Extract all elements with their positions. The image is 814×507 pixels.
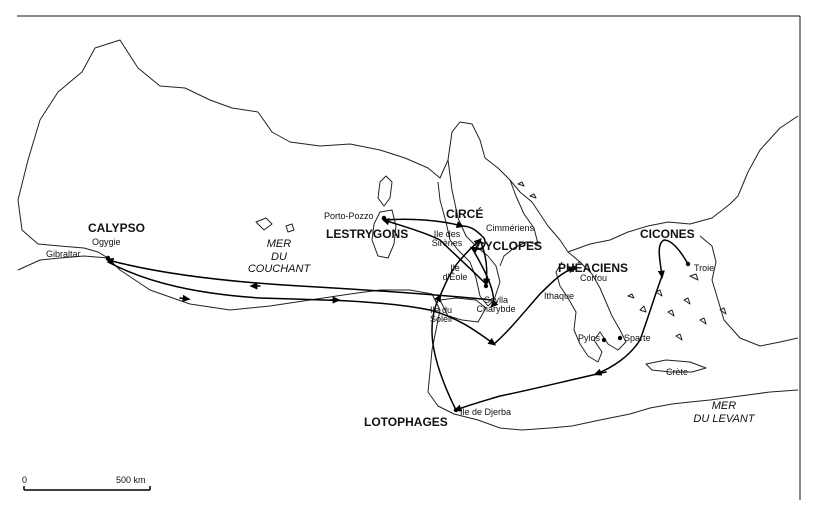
label-porto-pozzo: Porto-Pozzo xyxy=(324,211,374,221)
coast-balkans xyxy=(555,251,627,363)
label-pylos: Pylos xyxy=(578,333,601,343)
coast-aegean-north xyxy=(567,195,739,253)
route-mid-arrow-2 xyxy=(179,294,191,302)
label-ithaque: Ithaque xyxy=(544,291,575,301)
route-cyclopes-eole xyxy=(479,239,491,287)
dot-troie xyxy=(685,261,691,267)
sea-couchant-line3: COUCHANT xyxy=(247,263,311,276)
dot-pylos xyxy=(601,337,607,343)
label-cyclopes: CYCLOPES xyxy=(476,239,543,253)
coast-africa xyxy=(107,257,799,431)
dot-sparte xyxy=(617,335,623,341)
coast-balearics xyxy=(255,217,295,233)
sea-levant-line2: DU LEVANT xyxy=(693,412,755,425)
coast-small-islands xyxy=(517,181,727,341)
label-circe: CIRCÉ xyxy=(446,207,484,221)
label-cicones: CICONES xyxy=(640,227,695,241)
dot-porto-pozzo xyxy=(381,215,387,221)
coast-sardinia xyxy=(371,209,397,259)
dot-djerba xyxy=(453,407,459,413)
coast-italy-heel xyxy=(499,179,539,267)
sea-couchant-line1: MER xyxy=(266,238,292,250)
label-lestrygons: LESTRYGONS xyxy=(326,227,409,241)
place-dots xyxy=(105,215,691,413)
label-lotophages: LOTOPHAGES xyxy=(364,415,448,429)
scale-distance-label: 500 km xyxy=(116,475,146,485)
label-ile-des-sirenes: Ile des Sirènes xyxy=(431,229,463,248)
route-to-ithaca xyxy=(493,266,577,345)
route-sicily-cyclopes xyxy=(439,238,482,297)
label-cimmeriens: Cimmériens xyxy=(486,223,535,233)
dot-ogygie xyxy=(105,255,111,261)
ulysses-route xyxy=(105,218,689,412)
label-sparte: Sparte xyxy=(624,333,651,343)
route-cicones-greece xyxy=(593,275,663,376)
sea-label-levant: MER DU LEVANT xyxy=(684,400,764,425)
scale-zero-label: 0 xyxy=(22,475,28,485)
sea-label-couchant: MER DU COUCHANT xyxy=(244,238,314,276)
sea-couchant-line2: DU xyxy=(271,250,287,263)
label-ogygie: Ogygie xyxy=(92,237,121,247)
label-ile-d-eole: Ile d'Éole xyxy=(442,263,468,282)
route-eole-lestrygons xyxy=(381,218,487,285)
route-westward-upper xyxy=(105,257,493,301)
label-calypso: CALYPSO xyxy=(88,221,145,235)
coast-corsica xyxy=(377,175,393,207)
route-circe-cimmerians xyxy=(461,225,486,254)
route-sirens-scylla xyxy=(471,247,499,308)
dot-ithaque xyxy=(571,265,577,271)
label-corfou: Corfou xyxy=(580,273,608,283)
coast-africa-gibraltar xyxy=(17,255,109,271)
label-ile-du-soleil: Ile du Soleil xyxy=(429,305,453,324)
label-ile-de-djerba: Ile de Djerba xyxy=(460,407,512,417)
label-scylla-charybde: Scylla Charybde xyxy=(476,295,516,314)
coast-iberia-south xyxy=(17,119,109,259)
label-crete: Crète xyxy=(666,367,689,377)
coast-anatolia xyxy=(699,115,799,347)
route-eastward-lower xyxy=(107,261,497,346)
scale-bar-line xyxy=(23,486,151,491)
sea-levant-line1: MER xyxy=(711,400,737,412)
dot-eole xyxy=(483,283,489,289)
route-lestrygons-circe xyxy=(383,218,465,229)
label-pheaciens: PHÉACIENS xyxy=(558,261,629,275)
label-gibraltar: Gibraltar xyxy=(46,249,81,259)
label-troie: Troie xyxy=(694,263,715,273)
route-troy-cicones xyxy=(657,239,689,279)
coast-crete xyxy=(645,359,707,373)
coast-iberia-europe xyxy=(39,39,569,253)
map-frame xyxy=(17,15,801,500)
route-crete-djerba xyxy=(453,371,607,412)
